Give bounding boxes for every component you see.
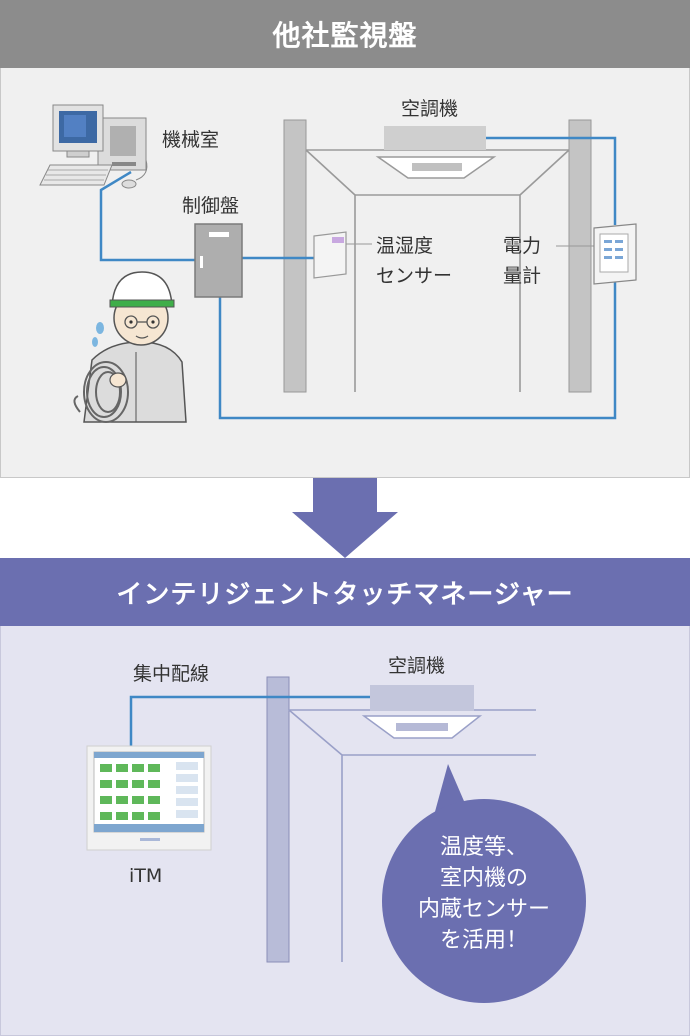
sensor-label-line1: 温湿度 (376, 235, 434, 257)
worker-illustration (73, 271, 187, 423)
central-wiring-label: 集中配線 (133, 663, 210, 685)
itm-label: iTM (129, 865, 163, 887)
control-panel-icon (194, 223, 243, 298)
computer-icon (39, 104, 148, 189)
temperature-humidity-sensor-icon (313, 231, 372, 279)
aircon-label-top: 空調機 (401, 98, 459, 120)
aircon-unit-top (375, 126, 497, 179)
itm-device-icon (86, 745, 212, 851)
bottom-pillar (266, 676, 290, 963)
down-arrow (292, 478, 398, 558)
central-wire (129, 695, 370, 746)
bubble-line-1: 温度等、 (439, 835, 528, 860)
top-panel-title: 他社監視盤 (272, 19, 418, 52)
top-panel-header: 他社監視盤 (0, 0, 690, 68)
right-pillar (568, 119, 592, 393)
bubble-line-2: 室内機の (439, 866, 528, 891)
machine-room-label: 機械室 (162, 129, 220, 151)
sensor-label-line2: センサー (376, 265, 453, 287)
bubble-line-4: を活用！ (439, 928, 528, 953)
meter-label-line2: 量計 (503, 265, 542, 287)
left-pillar (283, 119, 307, 393)
aircon-label-bottom: 空調機 (388, 655, 446, 677)
control-panel-label: 制御盤 (182, 195, 240, 217)
bottom-panel-header: インテリジェントタッチマネージャー (0, 558, 690, 626)
aircon-unit-bottom (361, 685, 483, 739)
bottom-panel-title: インテリジェントタッチマネージャー (116, 579, 574, 610)
bubble-text: 温度等、 室内機の 内蔵センサー を活用！ (386, 832, 582, 956)
bubble-line-3: 内蔵センサー (417, 897, 550, 922)
power-meter-icon (556, 223, 637, 285)
meter-label-line1: 電力 (503, 235, 542, 257)
speech-bubble (382, 764, 586, 1003)
wires-top (99, 136, 617, 420)
